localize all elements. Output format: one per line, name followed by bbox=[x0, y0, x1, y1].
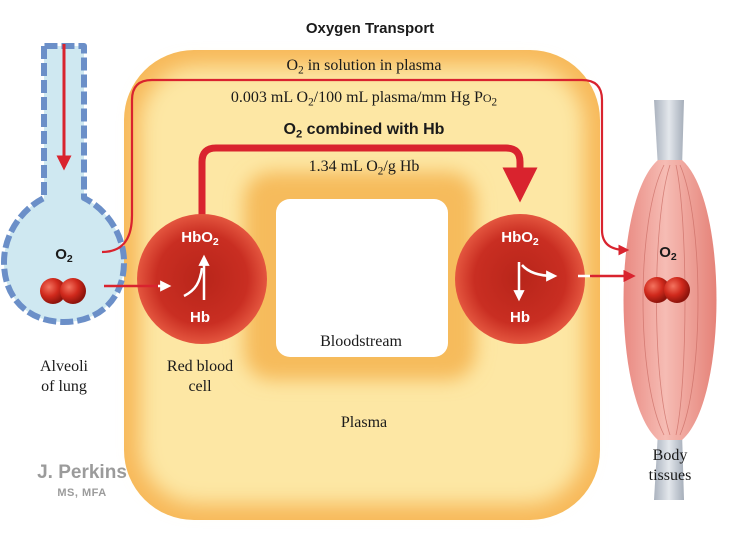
alveoli-o2-label: O2 bbox=[55, 246, 73, 266]
signature-credentials: MS, MFA bbox=[57, 487, 107, 499]
diagram-title: Oxygen Transport bbox=[305, 20, 435, 37]
plasma-solution-rate: 0.003 mL O2/100 mL plasma/mm Hg PO2 bbox=[230, 89, 498, 109]
release-curve-arrow bbox=[521, 264, 558, 282]
hb-combined-rate: 1.34 mL O2/g Hb bbox=[308, 158, 420, 178]
hb-combined-arrow bbox=[198, 144, 538, 216]
plasma-solution-arrow bbox=[101, 78, 630, 256]
signature-name: J. Perkins bbox=[37, 462, 127, 483]
o2-molecule-alveolus bbox=[40, 278, 86, 304]
red-blood-cell-left bbox=[137, 214, 267, 344]
right-cell-hbo2-label: HbO2 bbox=[501, 229, 539, 249]
binding-curve bbox=[183, 267, 204, 298]
left-cell-hbo2-label: HbO2 bbox=[181, 229, 219, 249]
plasma-solution-label: O2 in solution in plasma bbox=[286, 57, 442, 77]
o2-molecule-tissue bbox=[644, 277, 690, 303]
alveolus bbox=[1, 43, 127, 325]
tissue-o2-label: O2 bbox=[659, 244, 677, 264]
plasma-label: Plasma bbox=[340, 414, 388, 431]
right-cell-hb-label: Hb bbox=[510, 309, 530, 326]
bloodstream-label: Bloodstream bbox=[320, 333, 402, 350]
left-cell-hb-label: Hb bbox=[190, 309, 210, 326]
hb-combined-label: O2 combined with Hb bbox=[283, 121, 445, 141]
bloodstream-window bbox=[276, 199, 448, 357]
